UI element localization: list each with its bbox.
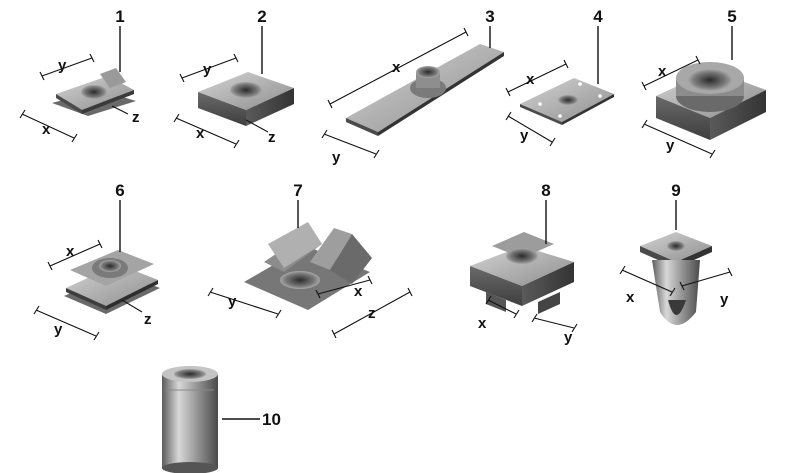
part-6-dim-x: x xyxy=(47,239,103,271)
part-8-dim-y: y xyxy=(531,313,578,346)
part-10-number: 10 xyxy=(262,410,281,429)
part-2-number: 2 xyxy=(257,7,266,26)
part-5-shape xyxy=(656,62,766,140)
part-7-dim-x: x xyxy=(315,275,373,300)
part-6-dim-z: z xyxy=(121,299,152,328)
part-1-label-y: y xyxy=(58,57,67,74)
part-6-label-y: y xyxy=(54,321,63,338)
part-4: 4 x y xyxy=(505,7,614,147)
part-3-shape xyxy=(346,44,504,136)
part-9-label-y: y xyxy=(720,291,729,308)
part-7-label-y: y xyxy=(228,293,237,310)
part-8-label-y: y xyxy=(564,329,573,346)
part-7-label-z: z xyxy=(368,305,376,322)
part-7-dim-z: z xyxy=(331,287,413,339)
part-2-label-x: x xyxy=(196,125,205,142)
part-1-dim-z: z xyxy=(111,105,140,126)
part-6-dim-y: y xyxy=(33,305,100,341)
part-2-shape xyxy=(198,72,294,126)
part-2: 2 y x z xyxy=(173,7,294,149)
part-7-label-x: x xyxy=(354,283,363,300)
part-2-label-z: z xyxy=(268,129,276,146)
part-1-dim-y: y xyxy=(39,53,95,81)
part-1: 1 y x z xyxy=(19,7,140,143)
part-10-shape xyxy=(162,366,218,473)
part-5-label-x: x xyxy=(658,63,667,80)
part-4-label-y: y xyxy=(520,127,529,144)
part-3-dim-x: x xyxy=(327,27,469,109)
part-8-number: 8 xyxy=(541,181,550,200)
part-5-dim-x: x xyxy=(641,55,701,91)
part-9-dim-y: y xyxy=(679,267,733,308)
part-3-label-y: y xyxy=(332,149,341,166)
part-4-number: 4 xyxy=(593,7,603,26)
part-3-label-x: x xyxy=(392,59,401,76)
part-5-dim-y: y xyxy=(641,119,716,159)
part-8-dim-x: x xyxy=(478,295,520,332)
part-1-number: 1 xyxy=(115,7,124,26)
part-1-dim-x: x xyxy=(19,109,78,143)
part-9-shape xyxy=(640,232,712,325)
part-3-dim-y: y xyxy=(321,129,380,166)
part-6-label-z: z xyxy=(144,311,152,328)
part-1-shape xyxy=(52,68,136,116)
part-4-label-x: x xyxy=(526,71,535,88)
part-9-dim-x: x xyxy=(619,265,676,306)
part-9-label-x: x xyxy=(626,289,635,306)
part-6-number: 6 xyxy=(115,181,124,200)
part-4-dim-y: y xyxy=(505,111,556,147)
part-6: 6 x y z xyxy=(33,181,160,341)
part-5-number: 5 xyxy=(727,7,736,26)
part-8-label-x: x xyxy=(478,315,487,332)
part-4-shape xyxy=(520,78,614,125)
part-9-number: 9 xyxy=(671,181,680,200)
part-2-label-y: y xyxy=(203,61,212,78)
part-7-shape xyxy=(244,222,372,310)
part-9: 9 x y xyxy=(619,181,733,325)
part-7-dim-y: y xyxy=(207,287,282,319)
part-8: 8 x y xyxy=(470,181,578,346)
part-6-shape xyxy=(64,250,160,314)
part-3-number: 3 xyxy=(485,7,494,26)
part-5-label-y: y xyxy=(666,137,675,154)
part-1-label-z: z xyxy=(132,109,140,126)
part-5: 5 x y xyxy=(641,7,766,159)
part-8-shape xyxy=(470,232,574,314)
part-4-dim-x: x xyxy=(505,59,569,97)
part-1-label-x: x xyxy=(42,121,51,138)
part-7-number: 7 xyxy=(293,181,302,200)
part-2-dim-x: x xyxy=(173,113,240,149)
part-2-dim-y: y xyxy=(179,53,239,83)
part-3: 3 x y xyxy=(321,7,504,166)
part-6-label-x: x xyxy=(66,243,75,260)
part-2-dim-z: z xyxy=(245,119,276,146)
part-10: 10 xyxy=(162,366,281,473)
part-7: 7 y x z xyxy=(207,181,413,339)
